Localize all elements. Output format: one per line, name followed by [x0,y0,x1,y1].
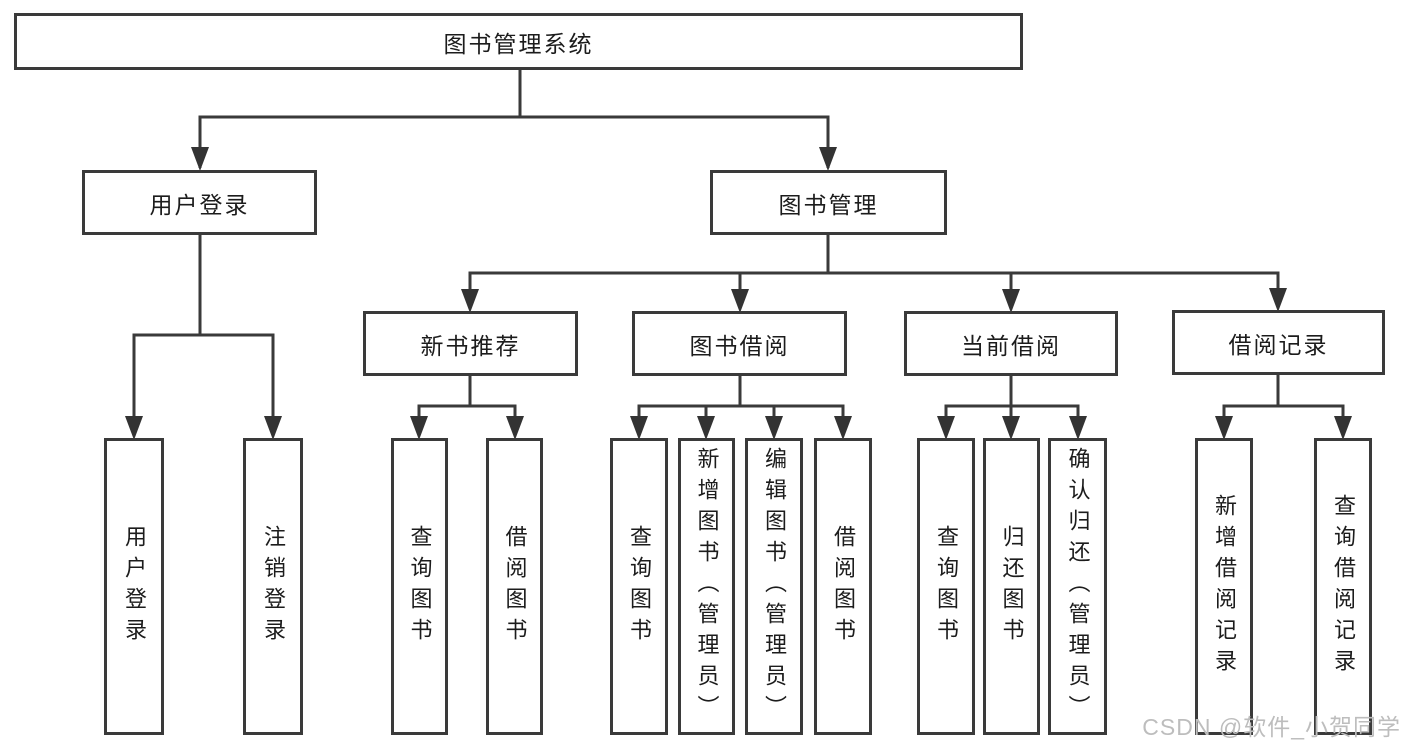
node-leaf-edit-books-admin: 编辑图书（管理员） [745,438,803,735]
node-label: 用户登录 [122,524,147,649]
node-leaf-user-login: 用户登录 [104,438,164,735]
node-leaf-borrow-books-2: 借阅图书 [814,438,872,735]
node-leaf-borrow-books-1: 借阅图书 [486,438,543,735]
node-leaf-add-books-admin: 新增图书（管理员） [678,438,735,735]
node-leaf-query-borrow-record: 查询借阅记录 [1314,438,1372,735]
node-leaf-query-books-3: 查询图书 [917,438,975,735]
node-leaf-confirm-return-admin: 确认归还（管理员） [1048,438,1107,735]
node-label: 查询借阅记录 [1331,493,1356,680]
node-label: 图书借阅 [689,332,790,359]
node-book-management: 图书管理 [710,170,947,235]
node-current-borrowing: 当前借阅 [904,311,1118,376]
node-library-system: 图书管理系统 [14,13,1023,70]
arrowhead-icons [125,147,1352,440]
node-label: 图书管理系统 [443,30,594,57]
node-leaf-query-books-2: 查询图书 [610,438,668,735]
node-label: 图书管理 [778,191,879,218]
node-label: 查询图书 [934,524,959,649]
node-label: 用户登录 [149,191,250,218]
node-label: 归还图书 [999,524,1025,649]
node-user-login: 用户登录 [82,170,317,235]
node-label: 借阅图书 [502,524,528,649]
node-label: 查询图书 [407,524,433,649]
node-leaf-return-books: 归还图书 [983,438,1040,735]
node-book-borrowing: 图书借阅 [632,311,847,376]
node-label: 新增借阅记录 [1212,493,1237,680]
node-label: 新增图书（管理员） [694,447,720,726]
node-label: 确认归还（管理员） [1065,447,1091,726]
node-label: 借阅图书 [831,524,856,649]
node-borrowing-records: 借阅记录 [1172,310,1385,375]
node-label: 查询图书 [627,524,652,649]
node-new-book-recommend: 新书推荐 [363,311,578,376]
node-label: 当前借阅 [961,332,1061,359]
node-label: 借阅记录 [1228,331,1329,358]
node-label: 新书推荐 [420,332,521,359]
node-leaf-add-borrow-record: 新增借阅记录 [1195,438,1253,735]
node-label: 注销登录 [261,524,286,649]
node-leaf-query-books-1: 查询图书 [391,438,448,735]
watermark: CSDN @软件_小贺同学 [1142,714,1401,740]
node-label: 编辑图书（管理员） [762,447,787,726]
node-leaf-logout: 注销登录 [243,438,303,735]
